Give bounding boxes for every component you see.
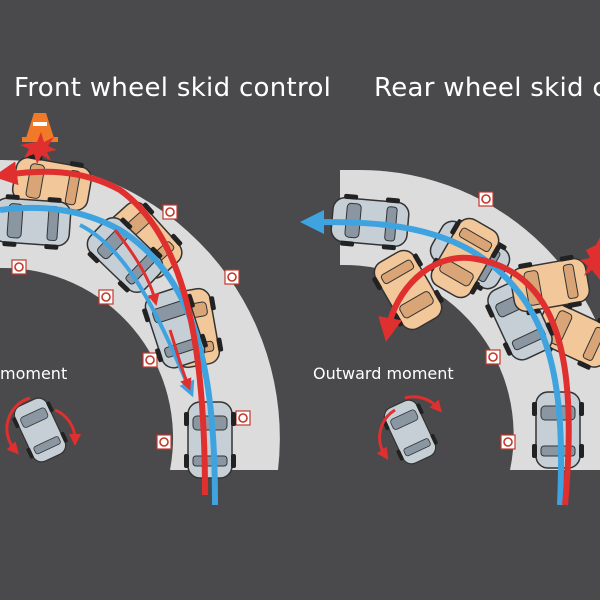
- left-correction-arrow: [168, 329, 192, 391]
- car: [0, 192, 73, 252]
- marker-post-icon: [11, 259, 27, 275]
- marker-post-icon: [162, 204, 178, 220]
- left-moment-label: moment: [0, 364, 68, 383]
- marker-post-icon: [142, 352, 158, 368]
- marker-post-icon: [224, 269, 240, 285]
- right-moment-car: [377, 395, 443, 469]
- rotation-arrow-icon: [5, 396, 31, 455]
- impact-burst-icon: [580, 237, 600, 280]
- left-correction-arrow: [113, 229, 160, 306]
- right-road: [340, 170, 600, 470]
- marker-post-icon: [98, 289, 114, 305]
- marker-post-icon: [156, 434, 172, 450]
- rotation-arrow-icon: [404, 395, 442, 413]
- rotation-arrow-icon: [376, 408, 396, 461]
- right-title: Rear wheel skid co: [374, 73, 600, 103]
- marker-post-icon: [478, 191, 494, 207]
- marker-post-icon: [485, 349, 501, 365]
- impact-burst-icon: [20, 132, 57, 164]
- left-title: Front wheel skid control: [14, 73, 332, 103]
- marker-post-icon: [500, 434, 516, 450]
- rotation-arrow-icon: [54, 408, 82, 446]
- left-skid-path: [0, 161, 208, 496]
- right-moment-label: Outward moment: [313, 364, 454, 383]
- left-blue-drift-arrow: [79, 223, 195, 398]
- marker-post-icon: [235, 410, 251, 426]
- left-ideal-path: [0, 204, 218, 506]
- right-skid-path: [378, 254, 572, 506]
